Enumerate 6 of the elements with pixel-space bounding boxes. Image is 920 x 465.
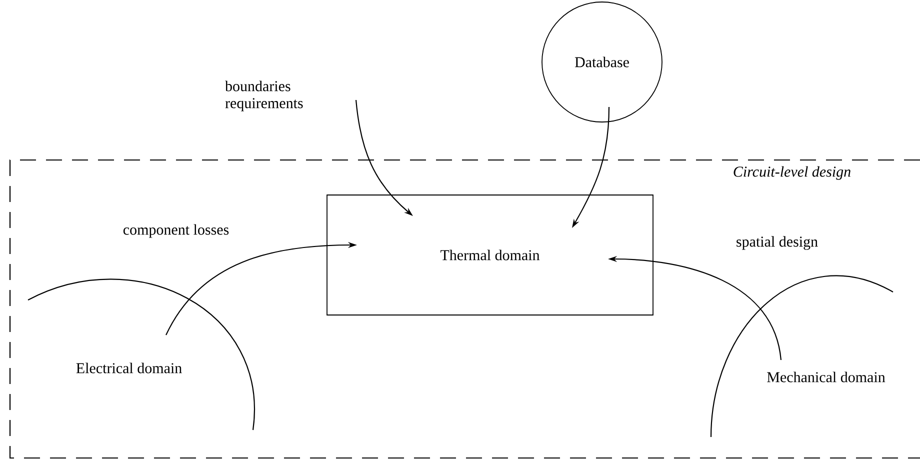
input-label: boundaries requirements bbox=[225, 80, 303, 112]
edge-label: spatial design bbox=[736, 236, 818, 250]
process-box: Thermal domain bbox=[326, 194, 654, 316]
domain-arc: Mechanical domain bbox=[710, 276, 894, 438]
domain-arc: Electrical domain bbox=[28, 278, 255, 430]
edge-label: component losses bbox=[123, 224, 229, 238]
